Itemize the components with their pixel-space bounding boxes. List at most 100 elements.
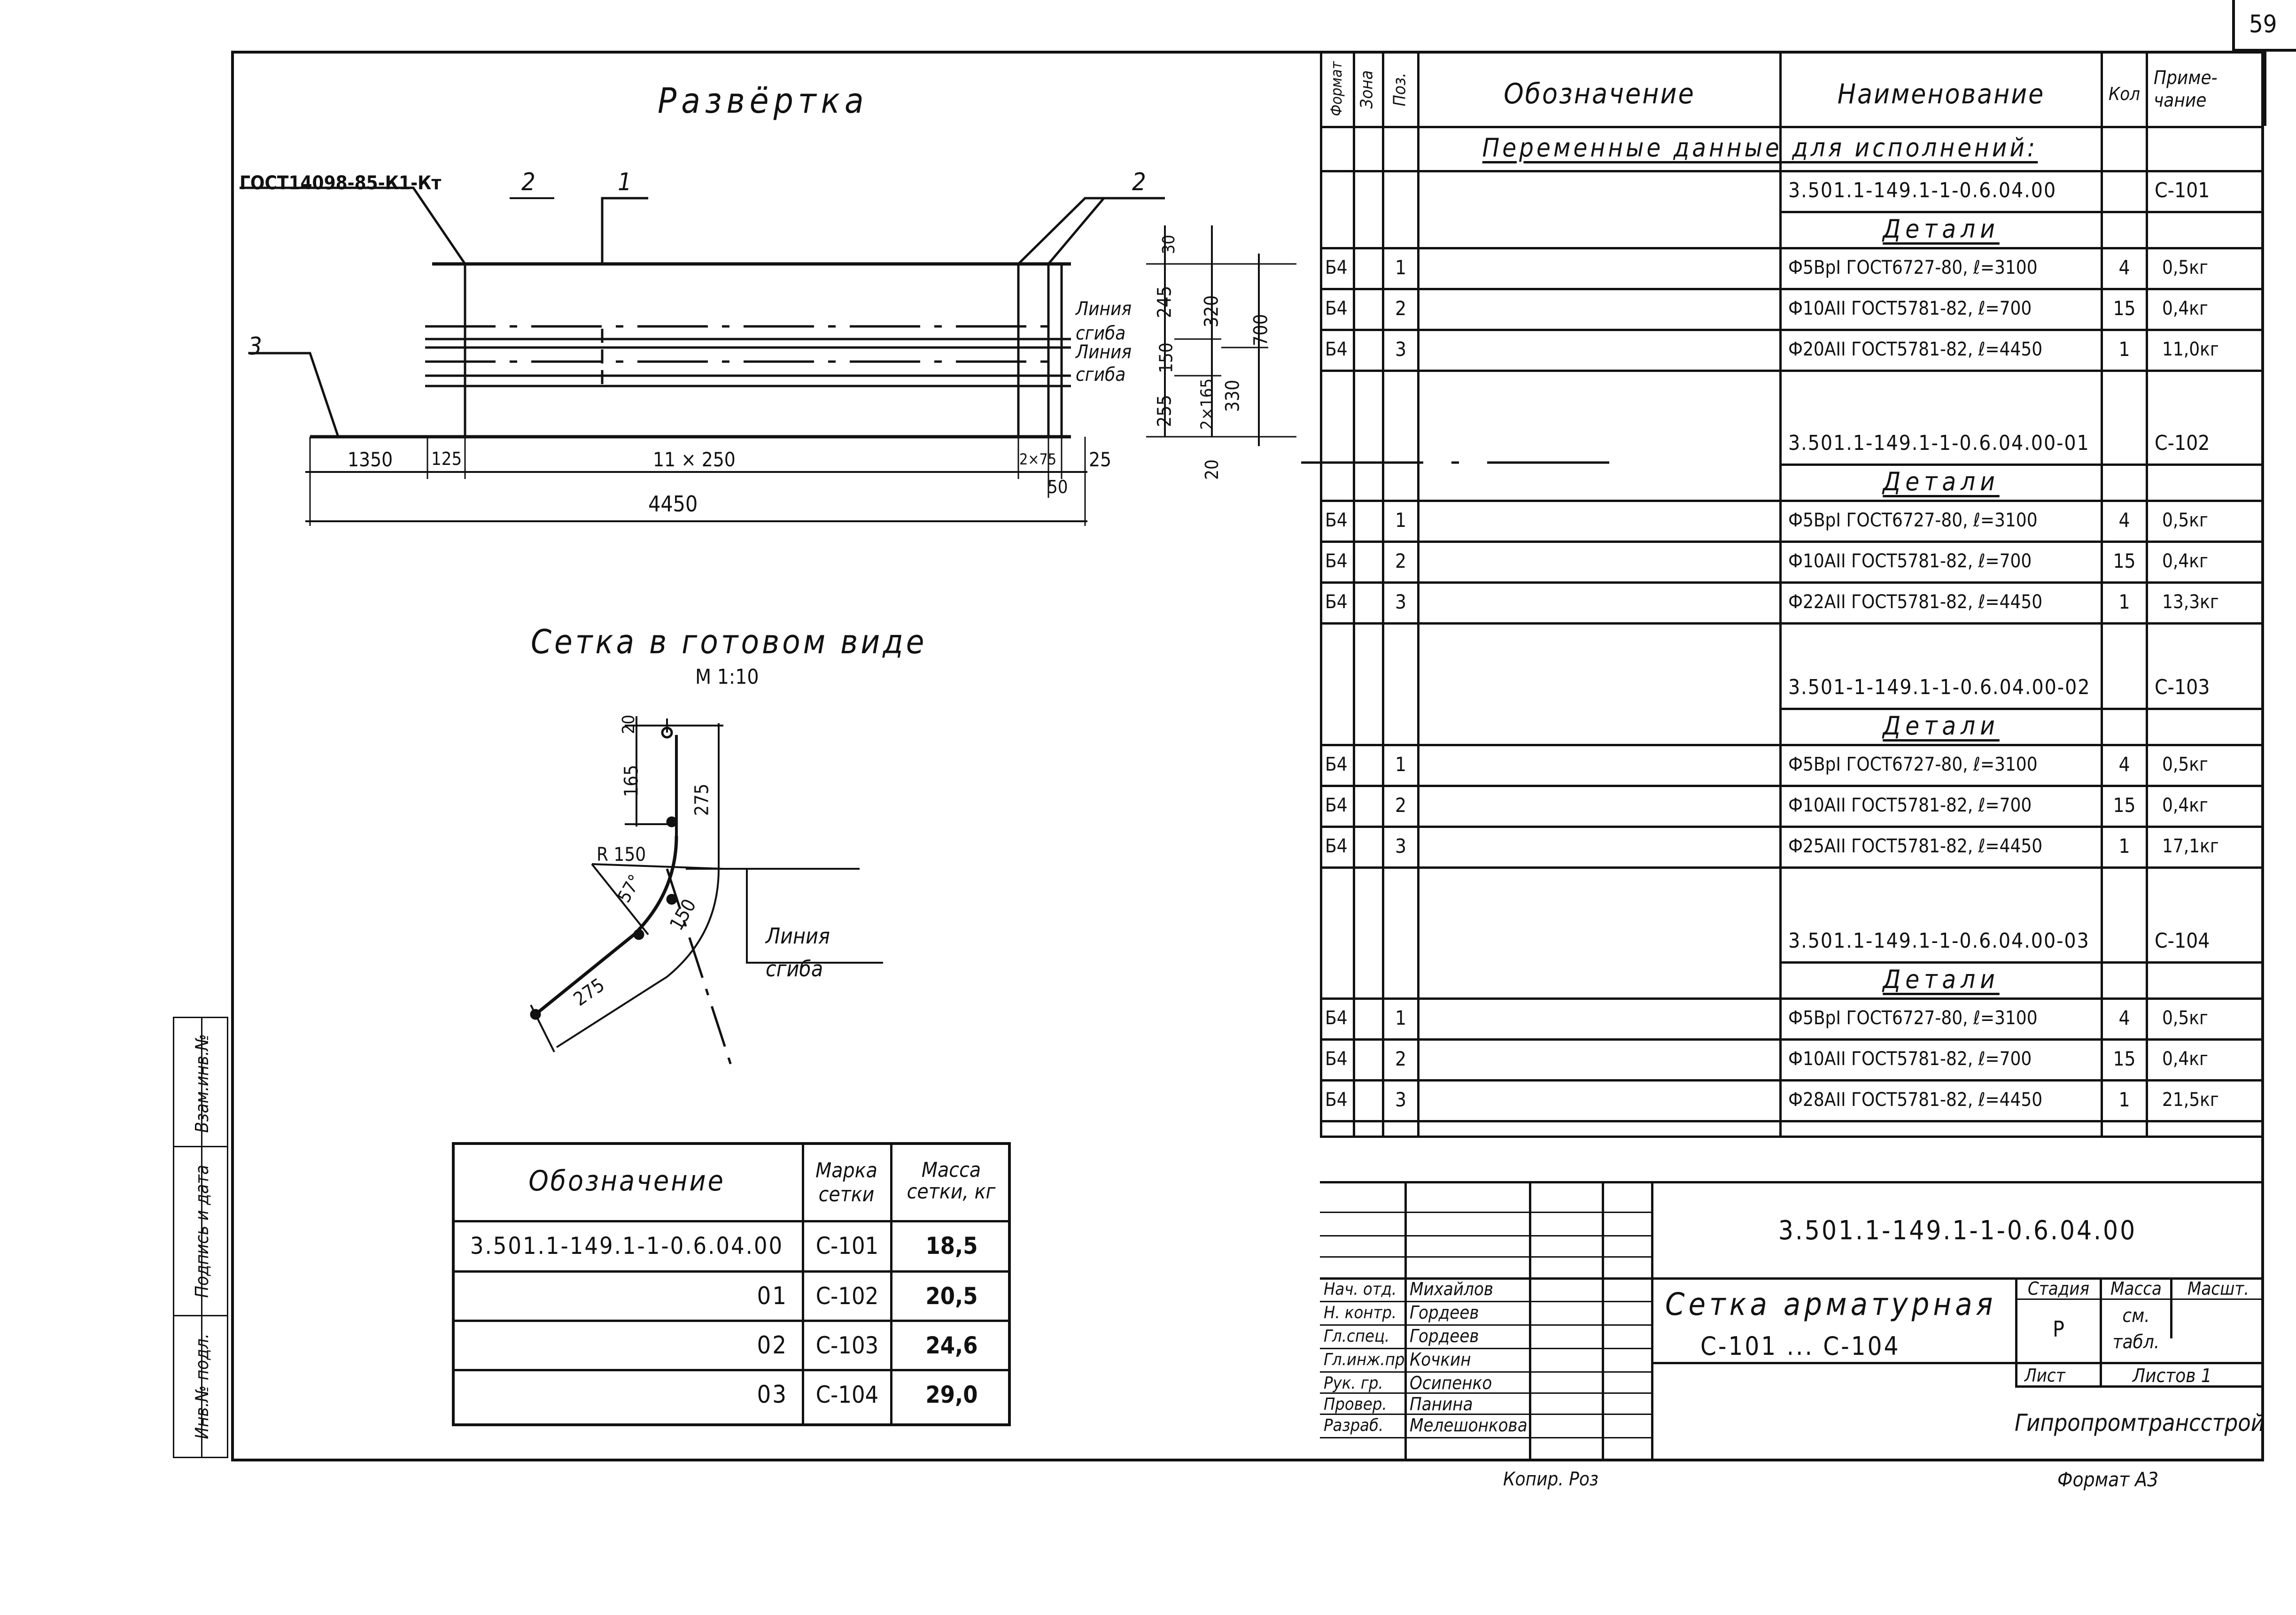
spec-row-line bbox=[1320, 581, 2264, 584]
marks-row-designation: 3.501.1-149.1-1-0.6.04.00 bbox=[470, 1232, 784, 1260]
spec-item-qty: 4 bbox=[2118, 1006, 2130, 1029]
spec-item-name: Ф20АII ГОСТ5781-82, ℓ=4450 bbox=[1788, 338, 2043, 360]
spec-item-format: Б4 bbox=[1325, 297, 1348, 319]
organization: Гипропромтрансстрой bbox=[2015, 1409, 2265, 1437]
mass-label: Масса bbox=[2110, 1278, 2162, 1299]
spec-item-note: 0,4кг bbox=[2162, 1048, 2208, 1070]
marks-header-mark: Марка сетки bbox=[815, 1159, 877, 1206]
spec-item-pos: 2 bbox=[1395, 794, 1407, 817]
role-title: Н. контр. bbox=[1324, 1303, 1397, 1322]
finished-dim-275-top: 275 bbox=[691, 783, 713, 816]
development-title: Развёртка bbox=[658, 81, 869, 121]
spec-item-name: Ф25АII ГОСТ5781-82, ℓ=4450 bbox=[1788, 835, 2043, 857]
dim-50: 50 bbox=[1047, 477, 1068, 497]
spec-item-note: 0,5кг bbox=[2162, 509, 2208, 531]
spec-item-pos: 3 bbox=[1395, 590, 1407, 613]
spec-item-format: Б4 bbox=[1325, 753, 1348, 775]
role-name: Гордеев bbox=[1410, 1302, 1479, 1323]
copied-label: Копир. Роз bbox=[1503, 1468, 1599, 1490]
spec-item-pos: 2 bbox=[1395, 549, 1407, 572]
bend-line-label-2: сгиба bbox=[1076, 323, 1126, 344]
spec-item-pos: 2 bbox=[1395, 1047, 1407, 1070]
spec-row-line bbox=[1779, 464, 2264, 466]
role-title: Разраб. bbox=[1324, 1415, 1384, 1435]
spec-item-pos: 2 bbox=[1395, 297, 1407, 320]
spec-item-note: 0,5кг bbox=[2162, 1007, 2208, 1029]
spec-item-qty: 4 bbox=[2118, 753, 2130, 776]
spec-item-format: Б4 bbox=[1325, 338, 1348, 360]
spec-item-format: Б4 bbox=[1325, 509, 1348, 531]
spec-row-line bbox=[1320, 500, 2264, 502]
role-title: Гл.спец. bbox=[1324, 1326, 1390, 1346]
dim-2x75: 2×75 bbox=[1019, 450, 1057, 468]
spec-item-qty: 1 bbox=[2118, 590, 2130, 613]
spec-details-label: Детали bbox=[1883, 711, 2000, 741]
spec-group-note: С-102 bbox=[2155, 431, 2210, 455]
marks-row-mark: С-101 bbox=[815, 1232, 879, 1260]
stage-label: Стадия bbox=[2027, 1278, 2090, 1299]
spec-item-qty: 4 bbox=[2118, 509, 2130, 532]
spec-item-name: Ф10АII ГОСТ5781-82, ℓ=700 bbox=[1788, 794, 2032, 816]
spec-header-name: Наименование bbox=[1837, 78, 2045, 110]
marks-header-designation: Обозначение bbox=[528, 1165, 725, 1198]
spec-header-note: Приме- чание bbox=[2154, 67, 2218, 111]
spec-item-name: Ф22АII ГОСТ5781-82, ℓ=4450 bbox=[1788, 591, 2043, 613]
spec-group-note: С-104 bbox=[2155, 929, 2210, 953]
spec-item-pos: 3 bbox=[1395, 1088, 1407, 1111]
finished-dim-165: 165 bbox=[621, 765, 643, 797]
spec-header-designation: Обозначение bbox=[1504, 77, 1695, 110]
format-label: Формат А3 bbox=[2057, 1468, 2159, 1491]
spec-header-pos: Поз. bbox=[1390, 72, 1410, 107]
sheet-label: Лист bbox=[2025, 1365, 2065, 1386]
title-doc-code: 3.501.1-149.1-1-0.6.04.00 bbox=[1778, 1215, 2137, 1246]
spec-group-code: 3.501-1-149.1-1-0.6.04.00-02 bbox=[1788, 675, 2091, 699]
spec-item-name: Ф10АII ГОСТ5781-82, ℓ=700 bbox=[1788, 297, 2032, 319]
spec-details-label: Детали bbox=[1883, 467, 2000, 496]
spec-item-qty: 15 bbox=[2113, 794, 2136, 817]
sheets-label: Листов 1 bbox=[2133, 1365, 2212, 1387]
finished-bend-line-2: сгиба bbox=[766, 956, 823, 981]
spec-item-name: Ф5ВрI ГОСТ6727-80, ℓ=3100 bbox=[1788, 753, 2038, 775]
role-name: Гордеев bbox=[1410, 1326, 1479, 1346]
spec-item-qty: 15 bbox=[2113, 549, 2136, 572]
spec-row-line bbox=[1320, 288, 2264, 290]
finished-radius: R 150 bbox=[597, 844, 646, 865]
role-title: Провер. bbox=[1324, 1394, 1387, 1414]
spec-group-code: 3.501.1-149.1-1-0.6.04.00-03 bbox=[1788, 929, 2090, 953]
marks-row-designation: 01 bbox=[757, 1282, 788, 1310]
marks-row-mark: С-103 bbox=[815, 1332, 879, 1359]
spec-row-line bbox=[1320, 785, 2264, 787]
spec-item-name: Ф5ВрI ГОСТ6727-80, ℓ=3100 bbox=[1788, 509, 2038, 531]
spec-item-qty: 1 bbox=[2118, 338, 2130, 361]
spec-item-pos: 1 bbox=[1395, 1006, 1407, 1029]
spec-group-note: С-103 bbox=[2155, 675, 2210, 699]
marks-row-designation: 02 bbox=[757, 1331, 788, 1360]
left-stamp-signature: Подпись и дата bbox=[192, 1165, 212, 1298]
spec-item-note: 0,5кг bbox=[2162, 256, 2208, 278]
spec-item-format: Б4 bbox=[1325, 794, 1348, 816]
dim-4450: 4450 bbox=[648, 491, 698, 517]
spec-item-format: Б4 bbox=[1325, 591, 1348, 613]
spec-details-label: Детали bbox=[1883, 214, 2000, 244]
spec-item-pos: 1 bbox=[1395, 753, 1407, 776]
spec-item-name: Ф10АII ГОСТ5781-82, ℓ=700 bbox=[1788, 550, 2032, 572]
page-number-box bbox=[2232, 0, 2296, 52]
role-name: Кочкин bbox=[1410, 1349, 1471, 1370]
marks-row-mark: С-102 bbox=[815, 1283, 879, 1310]
spec-item-qty: 15 bbox=[2113, 297, 2136, 320]
spec-details-label: Детали bbox=[1883, 965, 2000, 994]
marks-row-mass: 29,0 bbox=[925, 1381, 978, 1408]
spec-row-line bbox=[1320, 247, 2264, 249]
leader-2-left: 2 bbox=[521, 168, 535, 196]
page-number: 59 bbox=[2249, 10, 2277, 39]
spec-item-note: 0,4кг bbox=[2162, 550, 2208, 572]
spec-row-line bbox=[1320, 541, 2264, 543]
leader-3: 3 bbox=[248, 332, 262, 361]
spec-item-name: Ф28АII ГОСТ5781-82, ℓ=4450 bbox=[1788, 1089, 2043, 1111]
spec-item-qty: 1 bbox=[2118, 1088, 2130, 1111]
spec-item-note: 11,0кг bbox=[2162, 338, 2219, 360]
role-name: Мелешонкова bbox=[1410, 1415, 1528, 1436]
spec-row-line bbox=[1779, 211, 2264, 213]
